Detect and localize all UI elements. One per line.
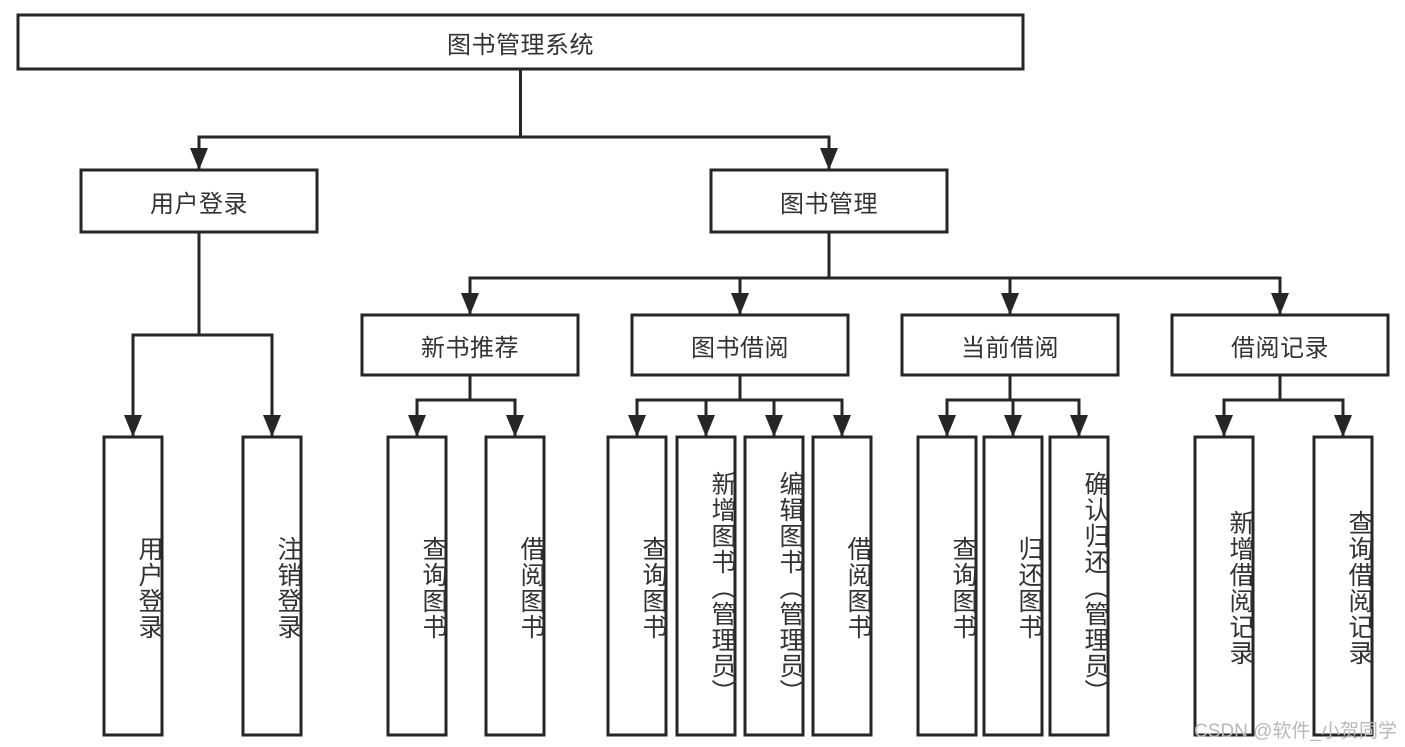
arrow-head-l2_1-0 [628,415,646,437]
arrow-head-l2_2-2 [1070,415,1088,437]
arrow-head-l2_3-0 [1215,415,1233,437]
node-box-l1_1[interactable] [709,168,949,234]
arrow-head-l2_0-0 [408,415,426,437]
node-box-leaf_2[interactable] [386,435,448,737]
node-box-root[interactable] [16,13,1025,71]
arrow-head-l1_1-3 [1271,293,1289,315]
connector-layer [124,67,1352,438]
arrow-head-root-1 [820,148,838,170]
arrow-head-l2_1-3 [833,415,851,437]
node-box-leaf_3[interactable] [484,435,546,737]
node-box-leaf_5[interactable] [675,435,737,737]
node-box-leaf_6[interactable] [743,435,805,737]
node-box-leaf_8[interactable] [916,435,978,737]
arrow-head-root-0 [190,148,208,170]
node-box-leaf_7[interactable] [811,435,873,737]
arrow-head-l2_3-1 [1334,415,1352,437]
arrow-head-l1_1-0 [461,293,479,315]
arrow-head-l1_1-2 [1001,293,1019,315]
node-box-layer [16,13,1390,737]
arrow-head-l1_0-0 [124,415,142,437]
node-box-leaf_9[interactable] [982,435,1044,737]
arrow-head-l2_2-1 [1004,415,1022,437]
node-box-l2_2[interactable] [900,313,1120,377]
node-box-leaf_1[interactable] [241,435,303,737]
watermark-text: CSDN @软件_小贺同学 [1194,721,1397,742]
node-box-leaf_0[interactable] [102,435,164,737]
node-box-l2_1[interactable] [630,313,850,377]
node-box-l1_0[interactable] [79,168,319,234]
arrow-head-l2_2-0 [938,415,956,437]
node-box-l2_0[interactable] [360,313,580,377]
node-box-leaf_12[interactable] [1312,435,1374,737]
arrow-head-l2_1-1 [697,415,715,437]
arrow-head-l2_1-2 [765,415,783,437]
node-box-l2_3[interactable] [1170,313,1390,377]
arrow-head-l1_1-1 [731,293,749,315]
node-box-leaf_4[interactable] [606,435,668,737]
arrow-head-l2_0-1 [506,415,524,437]
node-box-leaf_11[interactable] [1193,435,1255,737]
node-box-leaf_10[interactable] [1048,435,1110,737]
arrow-head-l1_0-1 [263,415,281,437]
